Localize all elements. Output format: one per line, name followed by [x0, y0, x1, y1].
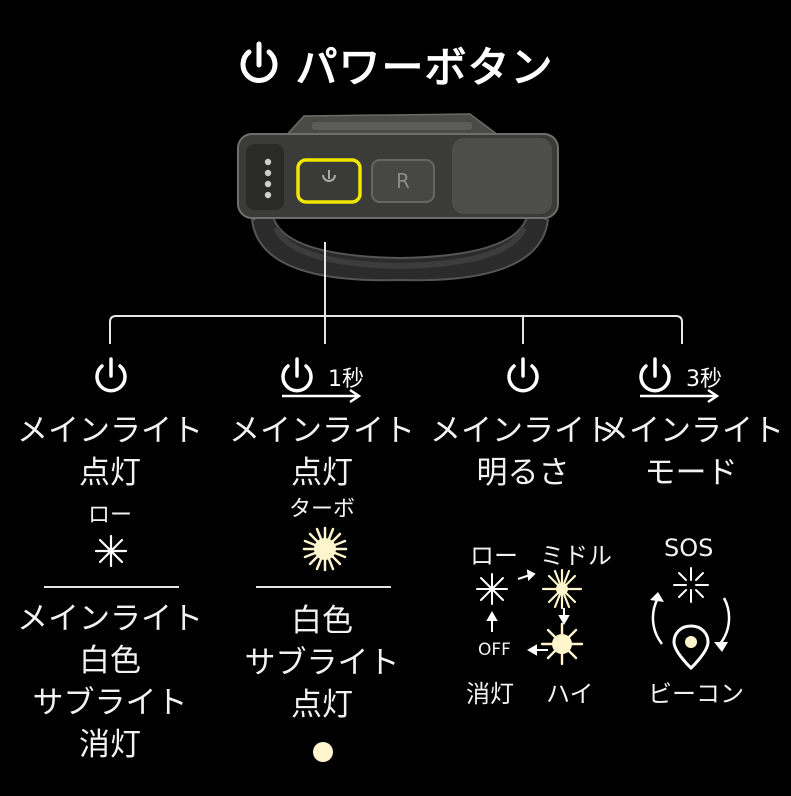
- cycle-mid-label: ミドル: [540, 542, 612, 570]
- col2-mode-label: ターボ: [288, 497, 355, 522]
- brightness-cycle-graphic: [476, 568, 584, 666]
- col3-action-line2: 明るさ: [476, 455, 570, 491]
- col2-divider: [256, 586, 391, 588]
- col2-press-label: 1秒: [328, 367, 364, 392]
- location-pin-icon: [672, 624, 710, 671]
- col2-power-icon: [281, 357, 313, 393]
- col1-action-line2: 点灯: [79, 455, 141, 491]
- aux-button-label: R: [396, 169, 410, 193]
- col3-action-line1: メインライト: [430, 413, 616, 449]
- sun-icon: [302, 526, 348, 572]
- power-icon: [241, 41, 278, 83]
- col1-mode-label: ロー: [87, 503, 132, 528]
- low-starburst-icon: [476, 573, 508, 605]
- mode-cycle-graphic: [650, 567, 731, 671]
- cycle-off-label: OFF: [478, 640, 511, 660]
- col1-action-line1: メインライト: [17, 413, 203, 449]
- col4-action: メインライト モード: [591, 410, 791, 494]
- col4-press-indicator: 3秒: [639, 357, 722, 404]
- col3-power-icon: [507, 357, 539, 393]
- col4-press-label: 3秒: [686, 367, 722, 392]
- mode-sos-label: SOS: [664, 534, 714, 562]
- cycle-off-caption: 消灯: [466, 680, 514, 708]
- col1-divider: [44, 586, 179, 588]
- col2-sub-state: 白色 サブライト 点灯: [222, 600, 422, 726]
- col1-sub-line: 白色: [79, 643, 141, 679]
- cycle-arrow-icon: [651, 597, 731, 645]
- col1-power-icon: [95, 357, 127, 393]
- cycle-high-label: ハイ: [546, 680, 594, 708]
- col2-action-line1: メインライト: [229, 413, 415, 449]
- arrow-right-icon: [640, 388, 720, 404]
- cycle-arrow-icon: [486, 569, 570, 656]
- col2-press-indicator: 1秒: [281, 357, 364, 404]
- col1-sub-line: 消灯: [79, 727, 141, 763]
- col4-action-line1: メインライト: [598, 413, 784, 449]
- connector-lines: [109, 242, 683, 344]
- col2-action: メインライト 点灯: [222, 410, 422, 494]
- col4-action-line2: モード: [644, 455, 738, 491]
- col2-sub-line: 白色: [291, 603, 353, 639]
- sos-starburst-icon: [673, 567, 709, 603]
- col2-action-line2: 点灯: [291, 455, 353, 491]
- sub-light-dot: [313, 742, 333, 762]
- col1-action: メインライト 点灯: [10, 410, 210, 494]
- col4-power-icon: [639, 357, 671, 393]
- mode-beacon-label: ビーコン: [648, 680, 744, 708]
- page-title: パワーボタン: [0, 36, 791, 92]
- col1-sub-state: メインライト 白色 サブライト 消灯: [10, 598, 210, 766]
- cycle-low-label: ロー: [470, 542, 518, 570]
- arrow-right-icon: [282, 388, 362, 404]
- col3-action: メインライト 明るさ: [423, 410, 623, 494]
- col1-sub-line: サブライト: [32, 685, 188, 721]
- title-text: パワーボタン: [295, 42, 554, 92]
- starburst-icon: [94, 534, 128, 568]
- col1-sub-line: メインライト: [17, 601, 203, 637]
- col2-sub-line: 点灯: [291, 687, 353, 723]
- col2-sub-line: サブライト: [244, 645, 400, 681]
